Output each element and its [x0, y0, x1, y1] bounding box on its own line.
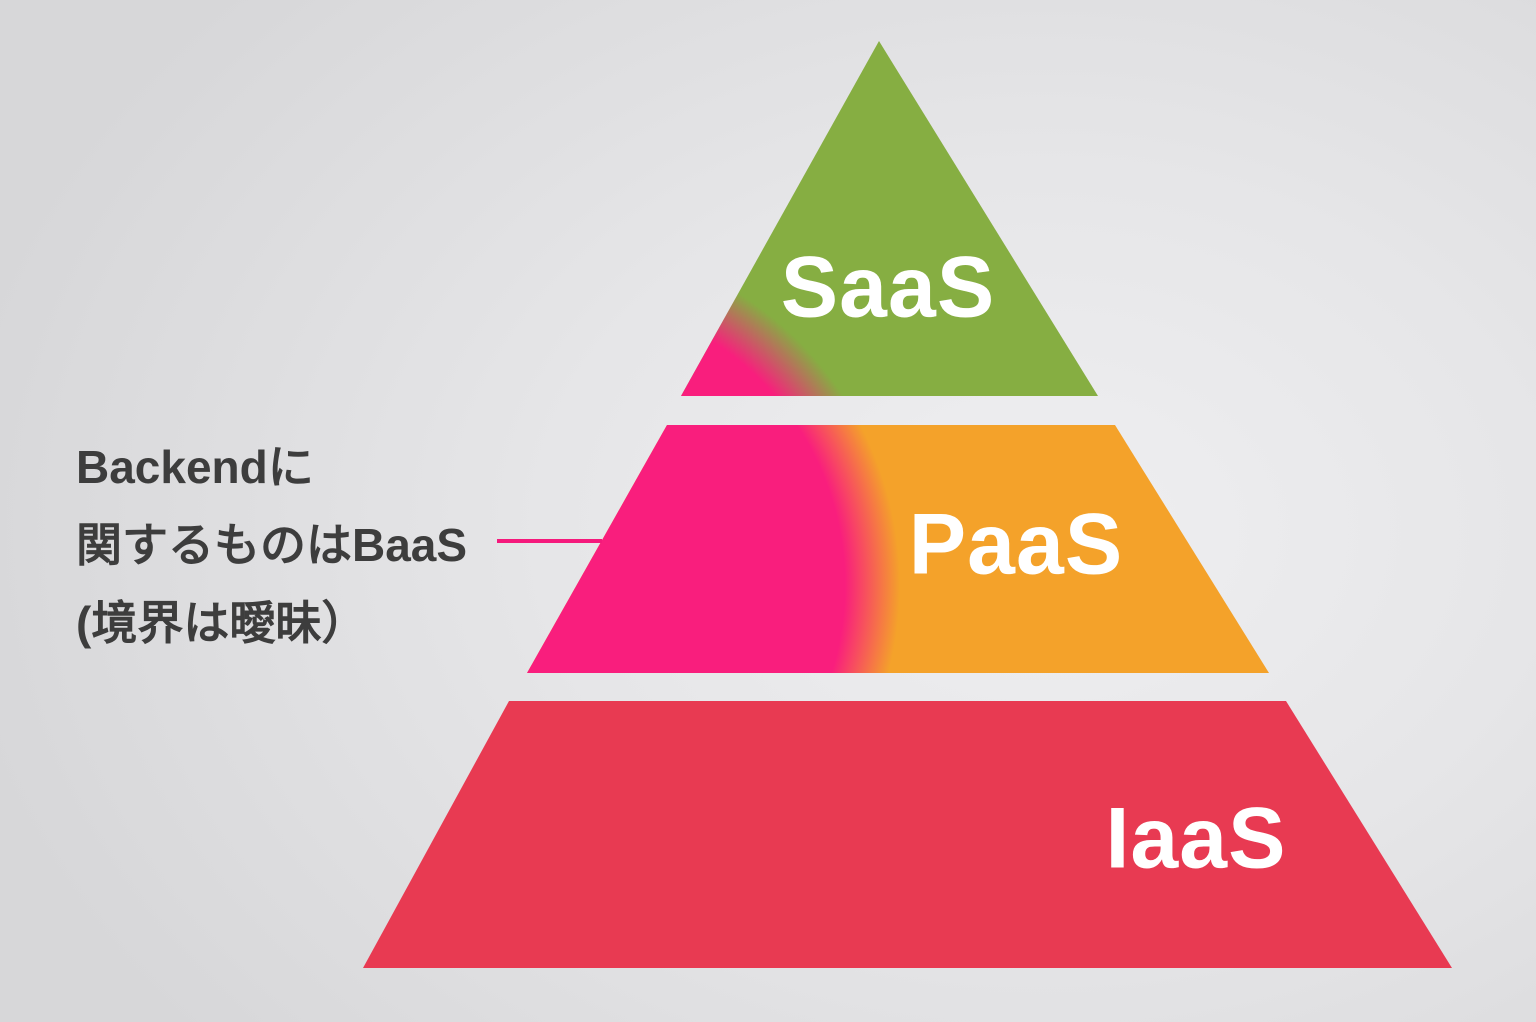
saas-layer-shape — [681, 41, 1098, 396]
baas-annotation-line-3: (境界は曖昧） — [76, 597, 368, 649]
baas-annotation-line-1: Backendに — [76, 441, 314, 493]
saas-label: SaaS — [780, 239, 996, 336]
paas-label: PaaS — [908, 496, 1124, 593]
iaas-label: IaaS — [1105, 790, 1287, 887]
baas-annotation: Backendに 関するものはBaaS (境界は曖昧） — [76, 428, 467, 662]
baas-annotation-line-2: 関するものはBaaS — [76, 519, 468, 571]
iaas-layer-shape — [363, 701, 1452, 968]
